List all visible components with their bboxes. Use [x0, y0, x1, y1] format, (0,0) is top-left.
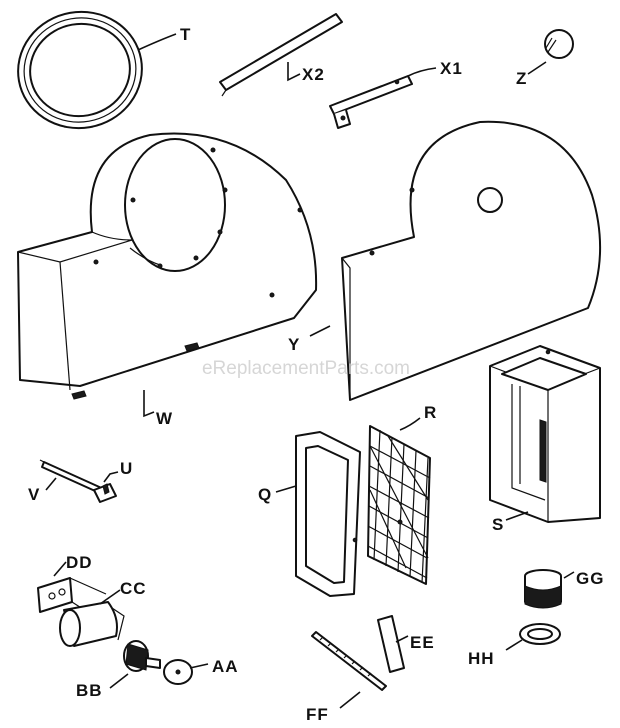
part-dd-motor-bracket[interactable]: [37, 577, 107, 621]
label-x1: X1: [440, 59, 463, 78]
label-hh: HH: [468, 649, 495, 668]
label-dd: DD: [66, 553, 93, 572]
leader-lines: [45, 33, 575, 709]
part-y-side-panel[interactable]: [341, 120, 602, 401]
watermark-text: eReplacementParts.com: [202, 358, 410, 379]
label-q: Q: [258, 485, 272, 504]
part-hh-washer[interactable]: [519, 623, 561, 645]
label-t: T: [180, 25, 191, 44]
part-cc-motor-shell[interactable]: [59, 601, 125, 647]
label-x2: X2: [302, 65, 325, 84]
label-y: Y: [288, 335, 300, 354]
label-v: V: [28, 485, 40, 504]
label-bb: BB: [76, 681, 103, 700]
label-gg: GG: [576, 569, 604, 588]
label-s: S: [492, 515, 504, 534]
part-r-mesh-filter[interactable]: [367, 425, 431, 585]
part-w-blower-housing[interactable]: [17, 132, 318, 400]
part-bb-motor[interactable]: [123, 640, 161, 672]
part-x1-bracket[interactable]: [329, 75, 413, 129]
part-ee-pin[interactable]: [377, 615, 405, 673]
label-u: U: [120, 459, 133, 478]
part-labels: T X2 X1 Z Y W R Q S U V DD CC GG EE AA B…: [28, 25, 604, 724]
part-gg-bushing[interactable]: [524, 569, 562, 609]
label-ff: FF: [306, 705, 329, 724]
part-u-clip[interactable]: [93, 483, 117, 503]
part-q-filter-frame[interactable]: [295, 431, 361, 597]
label-z: Z: [516, 69, 527, 88]
label-ee: EE: [410, 633, 435, 652]
part-s-filter-box[interactable]: [489, 345, 601, 523]
part-z-cap[interactable]: [544, 29, 574, 59]
label-cc: CC: [120, 579, 147, 598]
part-ff-threaded-rod[interactable]: [311, 631, 387, 691]
part-x2-bracket[interactable]: [219, 13, 343, 97]
label-w: W: [156, 409, 173, 428]
label-r: R: [424, 403, 437, 422]
part-t-ring[interactable]: [9, 2, 151, 138]
label-aa: AA: [212, 657, 239, 676]
part-aa-disc[interactable]: [163, 659, 193, 685]
